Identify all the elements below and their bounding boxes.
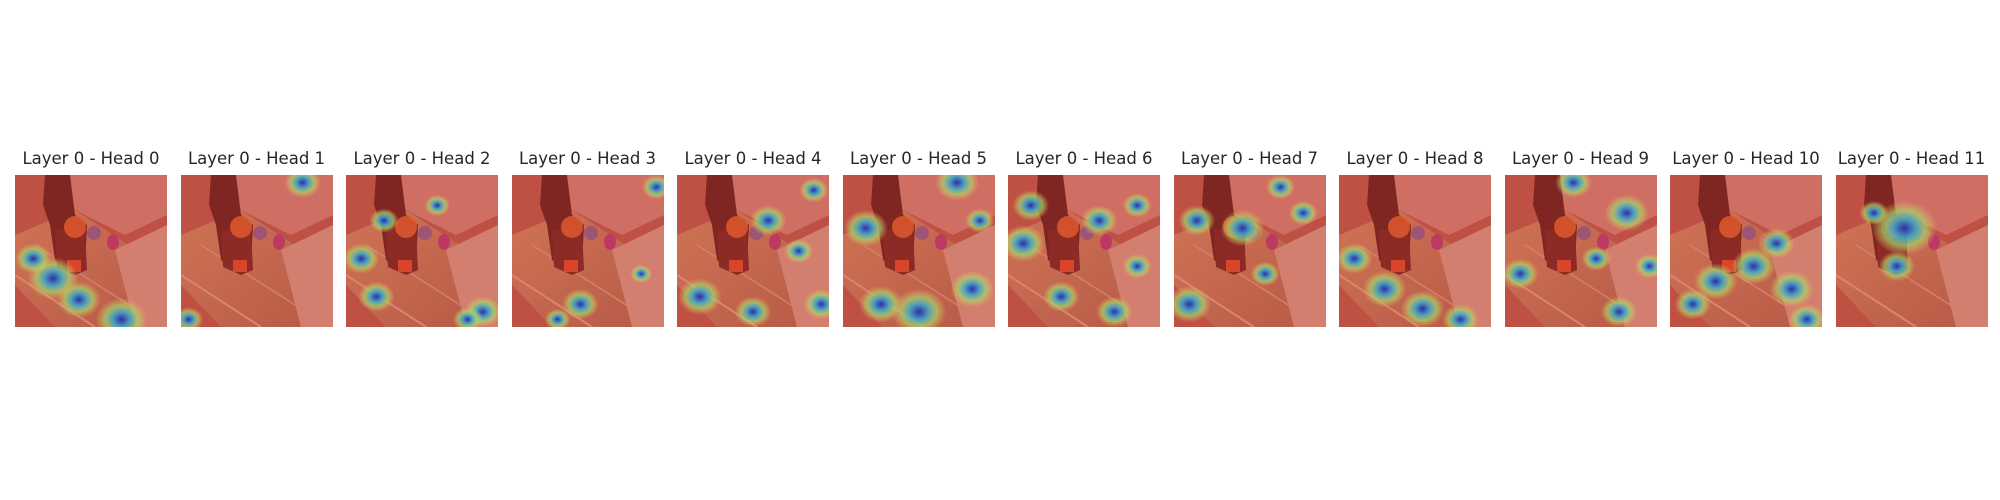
attention-heatmap-image: [1008, 175, 1160, 327]
attention-hotspot: [369, 208, 399, 233]
attention-hotspot: [283, 175, 321, 198]
attention-heatmap-image: [1173, 175, 1326, 327]
attention-hotspot: [1788, 304, 1822, 327]
attention-hotspot: [803, 289, 829, 320]
attention-hotspot: [180, 307, 203, 327]
attention-hotspot: [1442, 304, 1479, 327]
panel-title: Layer 0 - Head 8: [1346, 149, 1484, 168]
attention-heatmap-image: [511, 175, 664, 327]
attention-hotspot: [641, 175, 664, 200]
attention-hotspot: [1220, 209, 1264, 247]
attention-hotspot: [799, 178, 829, 203]
attention-hotspot: [1178, 205, 1215, 236]
attention-hotspot: [346, 243, 380, 274]
attention-hotspot: [858, 285, 903, 323]
panel-title: Layer 0 - Head 1: [187, 149, 326, 168]
attention-hotspot: [1600, 296, 1637, 327]
attention-hotspot: [749, 205, 787, 236]
attention-heatmap-image: [1670, 175, 1822, 327]
attention-hotspot: [1581, 246, 1611, 271]
panel-title: Layer 0 - Head 5: [849, 149, 988, 168]
attention-hotspot: [1400, 290, 1445, 327]
attention-hotspot: [453, 307, 483, 327]
scene-image: [180, 175, 333, 327]
attention-hotspot: [1604, 194, 1648, 232]
panel-title: Layer 0 - Head 2: [353, 149, 491, 168]
attention-hotspot: [934, 175, 979, 201]
attention-hotspot: [1042, 281, 1080, 312]
attention-hotspot: [1362, 270, 1407, 308]
attention-hotspot: [1731, 247, 1776, 285]
attention-heatmap-image: [15, 175, 167, 327]
attention-hotspot: [1769, 270, 1814, 308]
panel-title: Layer 0 - Head 9: [1511, 149, 1650, 168]
attention-hotspot: [1554, 175, 1592, 198]
attention-hotspot: [964, 208, 994, 233]
attention-hotspot: [1122, 193, 1152, 218]
attention-hotspot: [677, 278, 722, 315]
panel-title: Layer 0 - Head 7: [1180, 149, 1319, 168]
attention-hotspot: [1339, 243, 1373, 274]
attention-hotspot: [15, 243, 52, 274]
panel-title: Layer 0 - Head 6: [1015, 149, 1153, 168]
attention-hotspot: [1008, 225, 1046, 262]
attention-hotspot: [1096, 296, 1133, 327]
attention-hotspot: [1080, 205, 1118, 236]
attention-hotspot: [1250, 261, 1280, 286]
attention-heatmap-image: [180, 175, 333, 327]
attention-hotspot: [629, 264, 652, 283]
attention-hotspot: [1012, 190, 1050, 221]
attention-hotspot: [1674, 289, 1712, 320]
attention-hotspot: [358, 281, 395, 312]
attention-hotspot: [949, 270, 994, 308]
attention-heatmap-image: [842, 175, 995, 327]
attention-hotspot: [1693, 263, 1738, 300]
panel-title: Layer 0 - Head 3: [518, 149, 657, 168]
attention-heatmap-image: [1339, 175, 1491, 327]
attention-hotspot: [56, 281, 101, 318]
attention-hotspot: [561, 289, 599, 320]
panel-title: Layer 0 - Head 10: [1672, 149, 1820, 168]
attention-hotspot: [1878, 251, 1915, 282]
attention-hotspot: [843, 209, 888, 247]
attention-hotspot: [734, 296, 772, 327]
attention-hotspot: [1504, 258, 1538, 289]
attention-hotspot: [891, 289, 946, 327]
attention-heatmap-image: [1835, 175, 1988, 327]
attention-heatmap-image: [1504, 175, 1657, 327]
panel-title: Layer 0 - Head 4: [684, 149, 822, 168]
attention-hotspot: [1634, 254, 1657, 279]
attention-hotspot: [1858, 200, 1889, 226]
attention-hotspot: [784, 238, 814, 264]
attention-hotspot: [1173, 285, 1211, 323]
attention-hotspot: [95, 298, 147, 327]
attention-hotspot: [1122, 254, 1152, 279]
attention-hotspot: [1288, 200, 1318, 226]
panel-title: Layer 0 - Head 0: [22, 149, 160, 168]
attention-heatmap-image: [346, 175, 498, 327]
attention-heatmap-image: [677, 175, 829, 327]
attention-hotspot: [424, 194, 450, 217]
attention-hotspot: [544, 308, 570, 327]
attention-hotspot: [1265, 175, 1295, 200]
panel-title: Layer 0 - Head 11: [1837, 149, 1986, 168]
attention-hotspot: [1758, 228, 1795, 259]
